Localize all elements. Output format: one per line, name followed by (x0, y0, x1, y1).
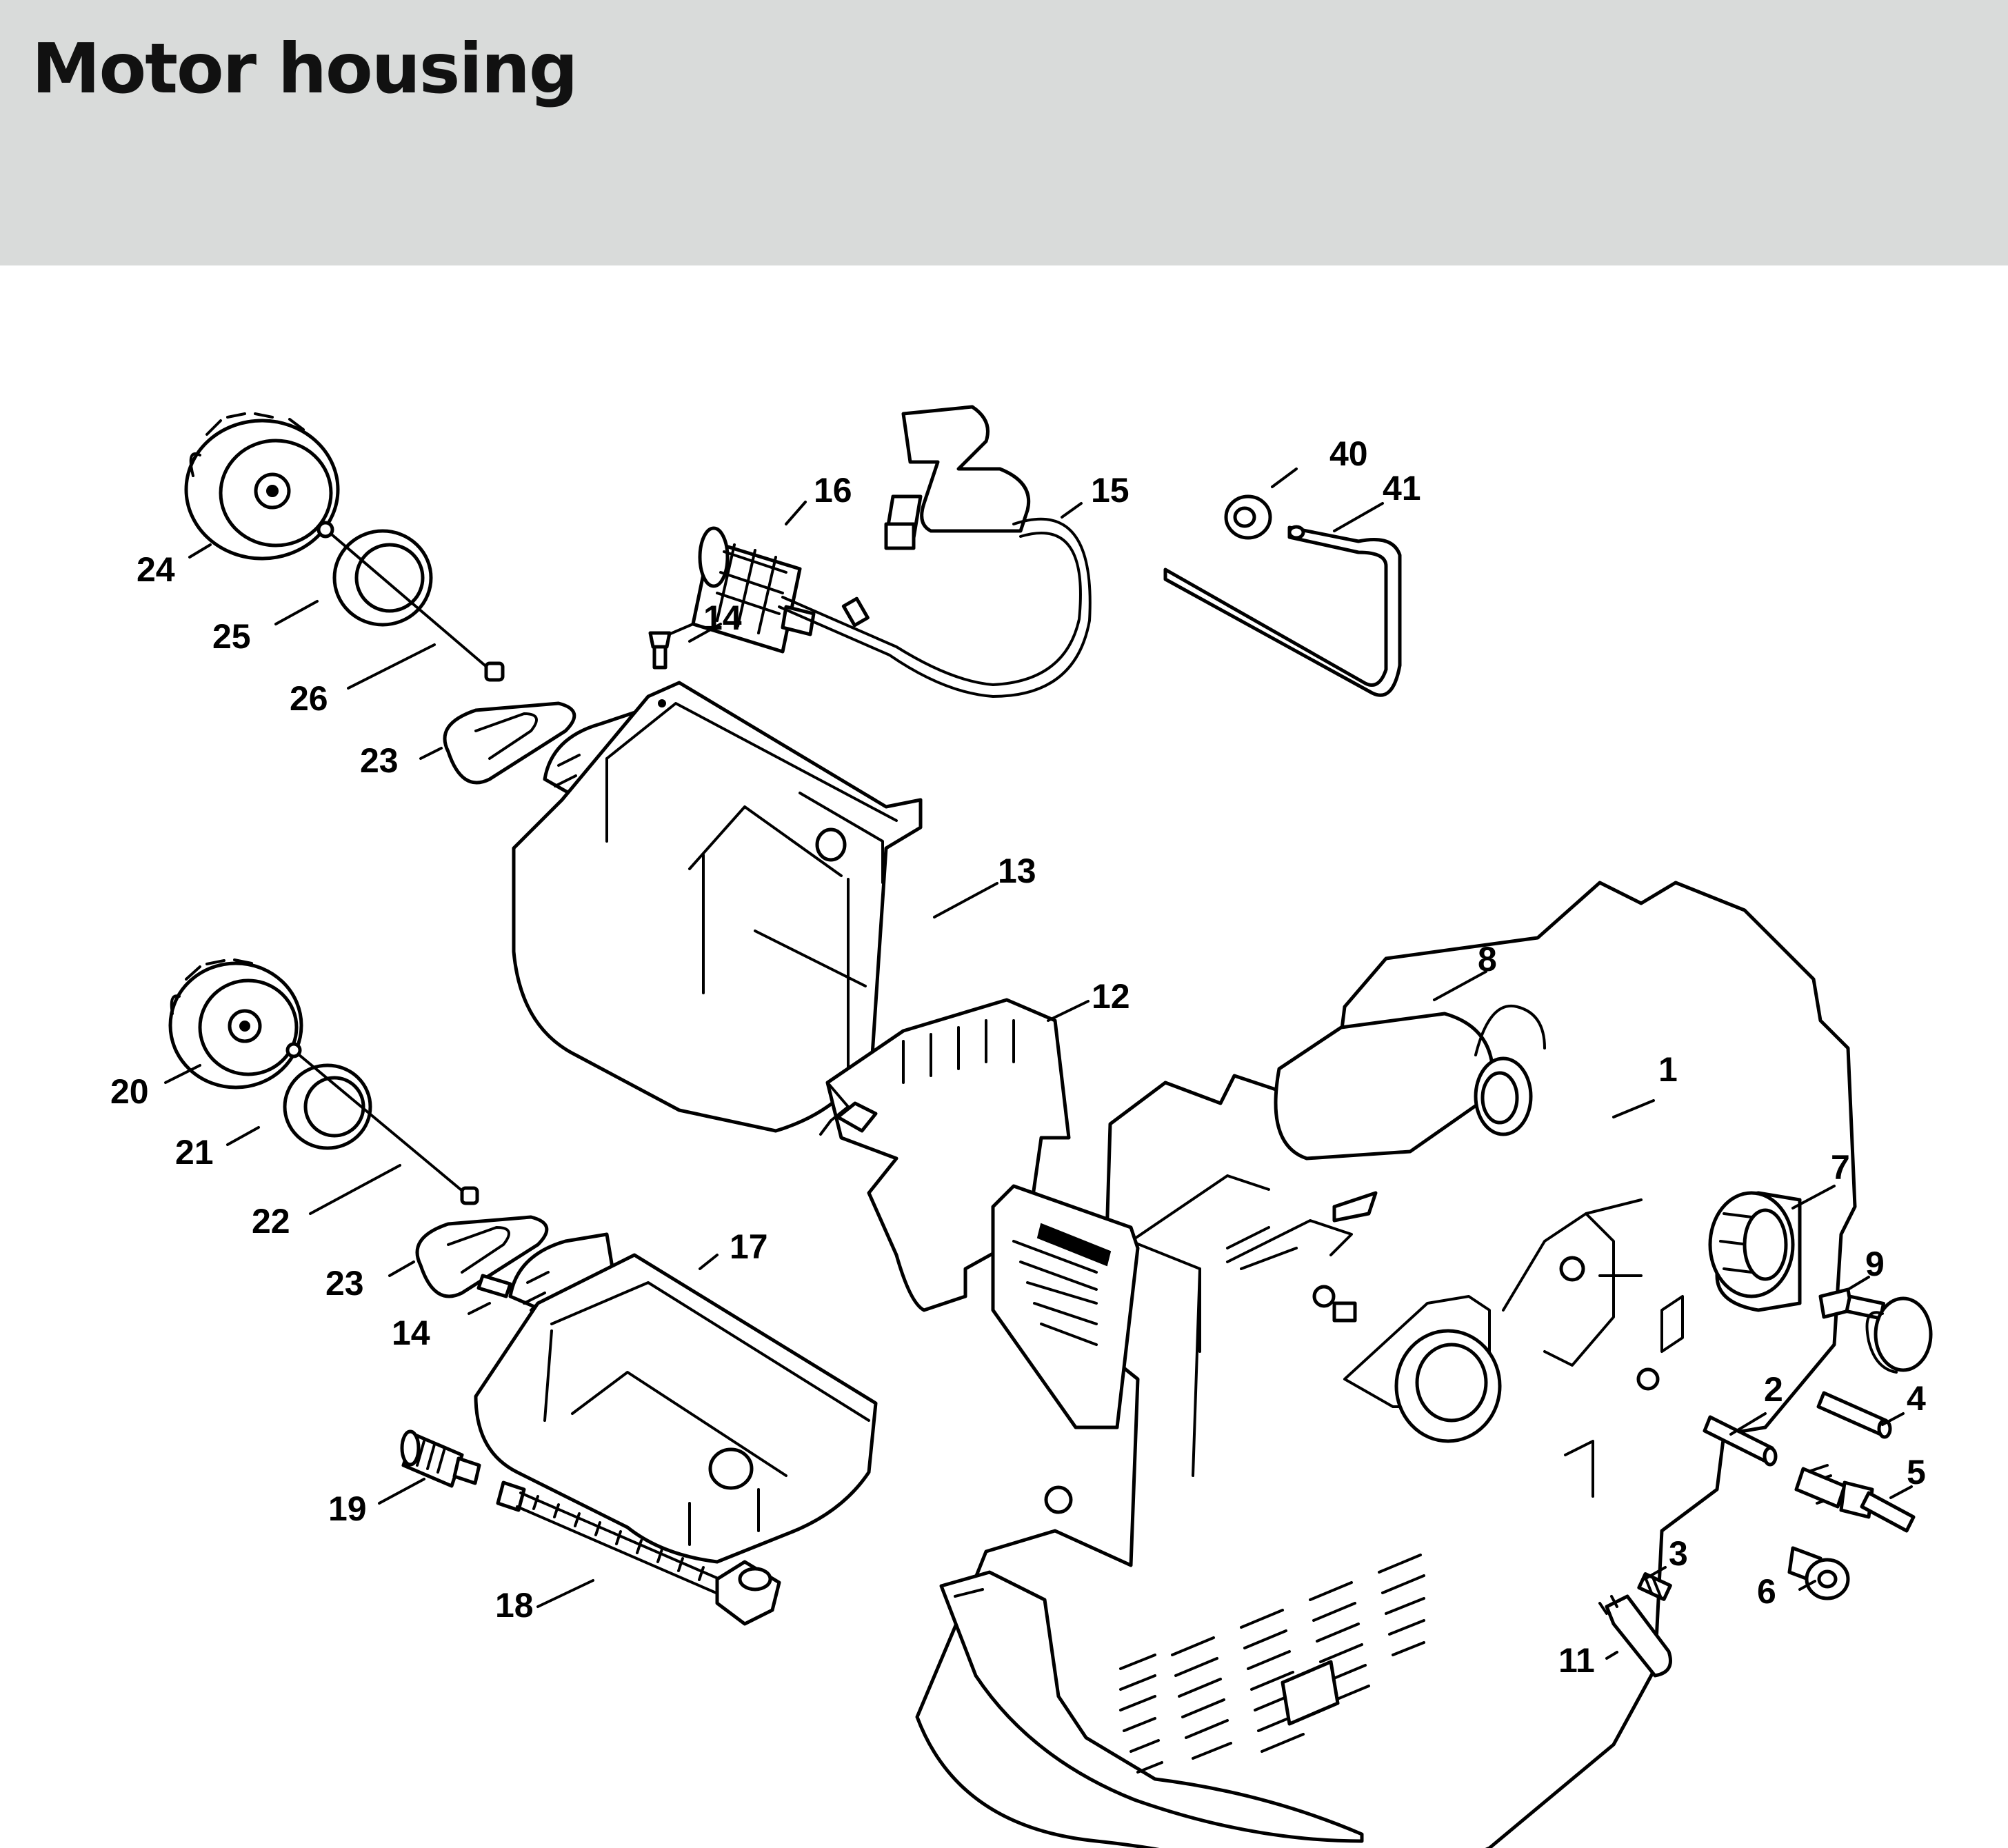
tank-cap-upper-part (184, 412, 340, 561)
tank-cap-lower-part (168, 958, 303, 1089)
callout-labels: 1 2 3 4 5 6 7 8 9 11 12 13 14 14 15 16 1… (110, 434, 1926, 1680)
callout-18: 18 (495, 1586, 534, 1625)
callout-14b: 14 (392, 1314, 430, 1352)
callout-16: 16 (814, 471, 852, 510)
callout-11: 11 (1558, 1641, 1595, 1680)
pickup-hose-part (496, 1480, 781, 1626)
sleeve-part (1598, 1594, 1672, 1678)
callout-9: 9 (1865, 1245, 1885, 1283)
callout-15: 15 (1091, 471, 1130, 510)
screw-upper-part (648, 631, 672, 670)
callout-20: 20 (110, 1072, 149, 1111)
callout-26: 26 (290, 679, 328, 718)
motor-housing-part (915, 881, 1857, 1848)
callout-40: 40 (1329, 434, 1368, 473)
callout-24: 24 (137, 550, 175, 589)
callout-13: 13 (998, 852, 1036, 890)
leader-lines (164, 468, 1913, 1660)
cap-retainer-lower-part (415, 1215, 549, 1298)
adjusting-screw-part (1794, 1464, 1916, 1533)
cooling-grille (1119, 1554, 1425, 1774)
retaining-cord-upper-part (317, 521, 505, 682)
callout-22: 22 (252, 1202, 290, 1241)
callout-7: 7 (1831, 1148, 1850, 1187)
bushing-part (1708, 1191, 1802, 1312)
pin-right-part (1816, 1391, 1892, 1439)
screw-lower-part (476, 1274, 512, 1298)
retaining-cord-lower-part (285, 1042, 479, 1205)
exploded-parts-diagram: 1 2 3 4 5 6 7 8 9 11 12 13 14 14 15 16 1… (110, 405, 1933, 1848)
callout-3: 3 (1669, 1534, 1688, 1573)
callout-12: 12 (1092, 977, 1130, 1016)
callout-2: 2 (1764, 1370, 1783, 1409)
cover-cap-part (1818, 1287, 1933, 1374)
callout-25: 25 (212, 617, 251, 656)
page-title: Motor housing (32, 28, 579, 109)
pin-left-part (1703, 1415, 1778, 1467)
callout-14a: 14 (703, 599, 742, 637)
callout-4: 4 (1907, 1379, 1926, 1418)
callout-23a: 23 (360, 741, 399, 780)
callout-6: 6 (1757, 1572, 1776, 1611)
callout-23b: 23 (325, 1264, 364, 1303)
cap-retainer-upper-part (443, 701, 576, 785)
nut-part (1787, 1546, 1850, 1600)
callout-8: 8 (1478, 940, 1497, 978)
callout-41: 41 (1383, 469, 1421, 508)
grommet-part (1224, 494, 1272, 540)
callout-5: 5 (1907, 1453, 1926, 1492)
callout-21: 21 (175, 1133, 214, 1172)
seal-ring-lower-part (283, 1063, 372, 1150)
callout-17: 17 (730, 1227, 768, 1266)
page-header: Motor housing (0, 0, 2008, 265)
fuel-hose-part (778, 405, 1092, 698)
screw-small-part (1637, 1571, 1672, 1601)
tube-part (1163, 525, 1402, 697)
callout-1: 1 (1658, 1050, 1678, 1089)
callout-19: 19 (328, 1489, 367, 1528)
strainer-part (400, 1429, 481, 1488)
fuel-tank-lower-part (474, 1232, 878, 1564)
